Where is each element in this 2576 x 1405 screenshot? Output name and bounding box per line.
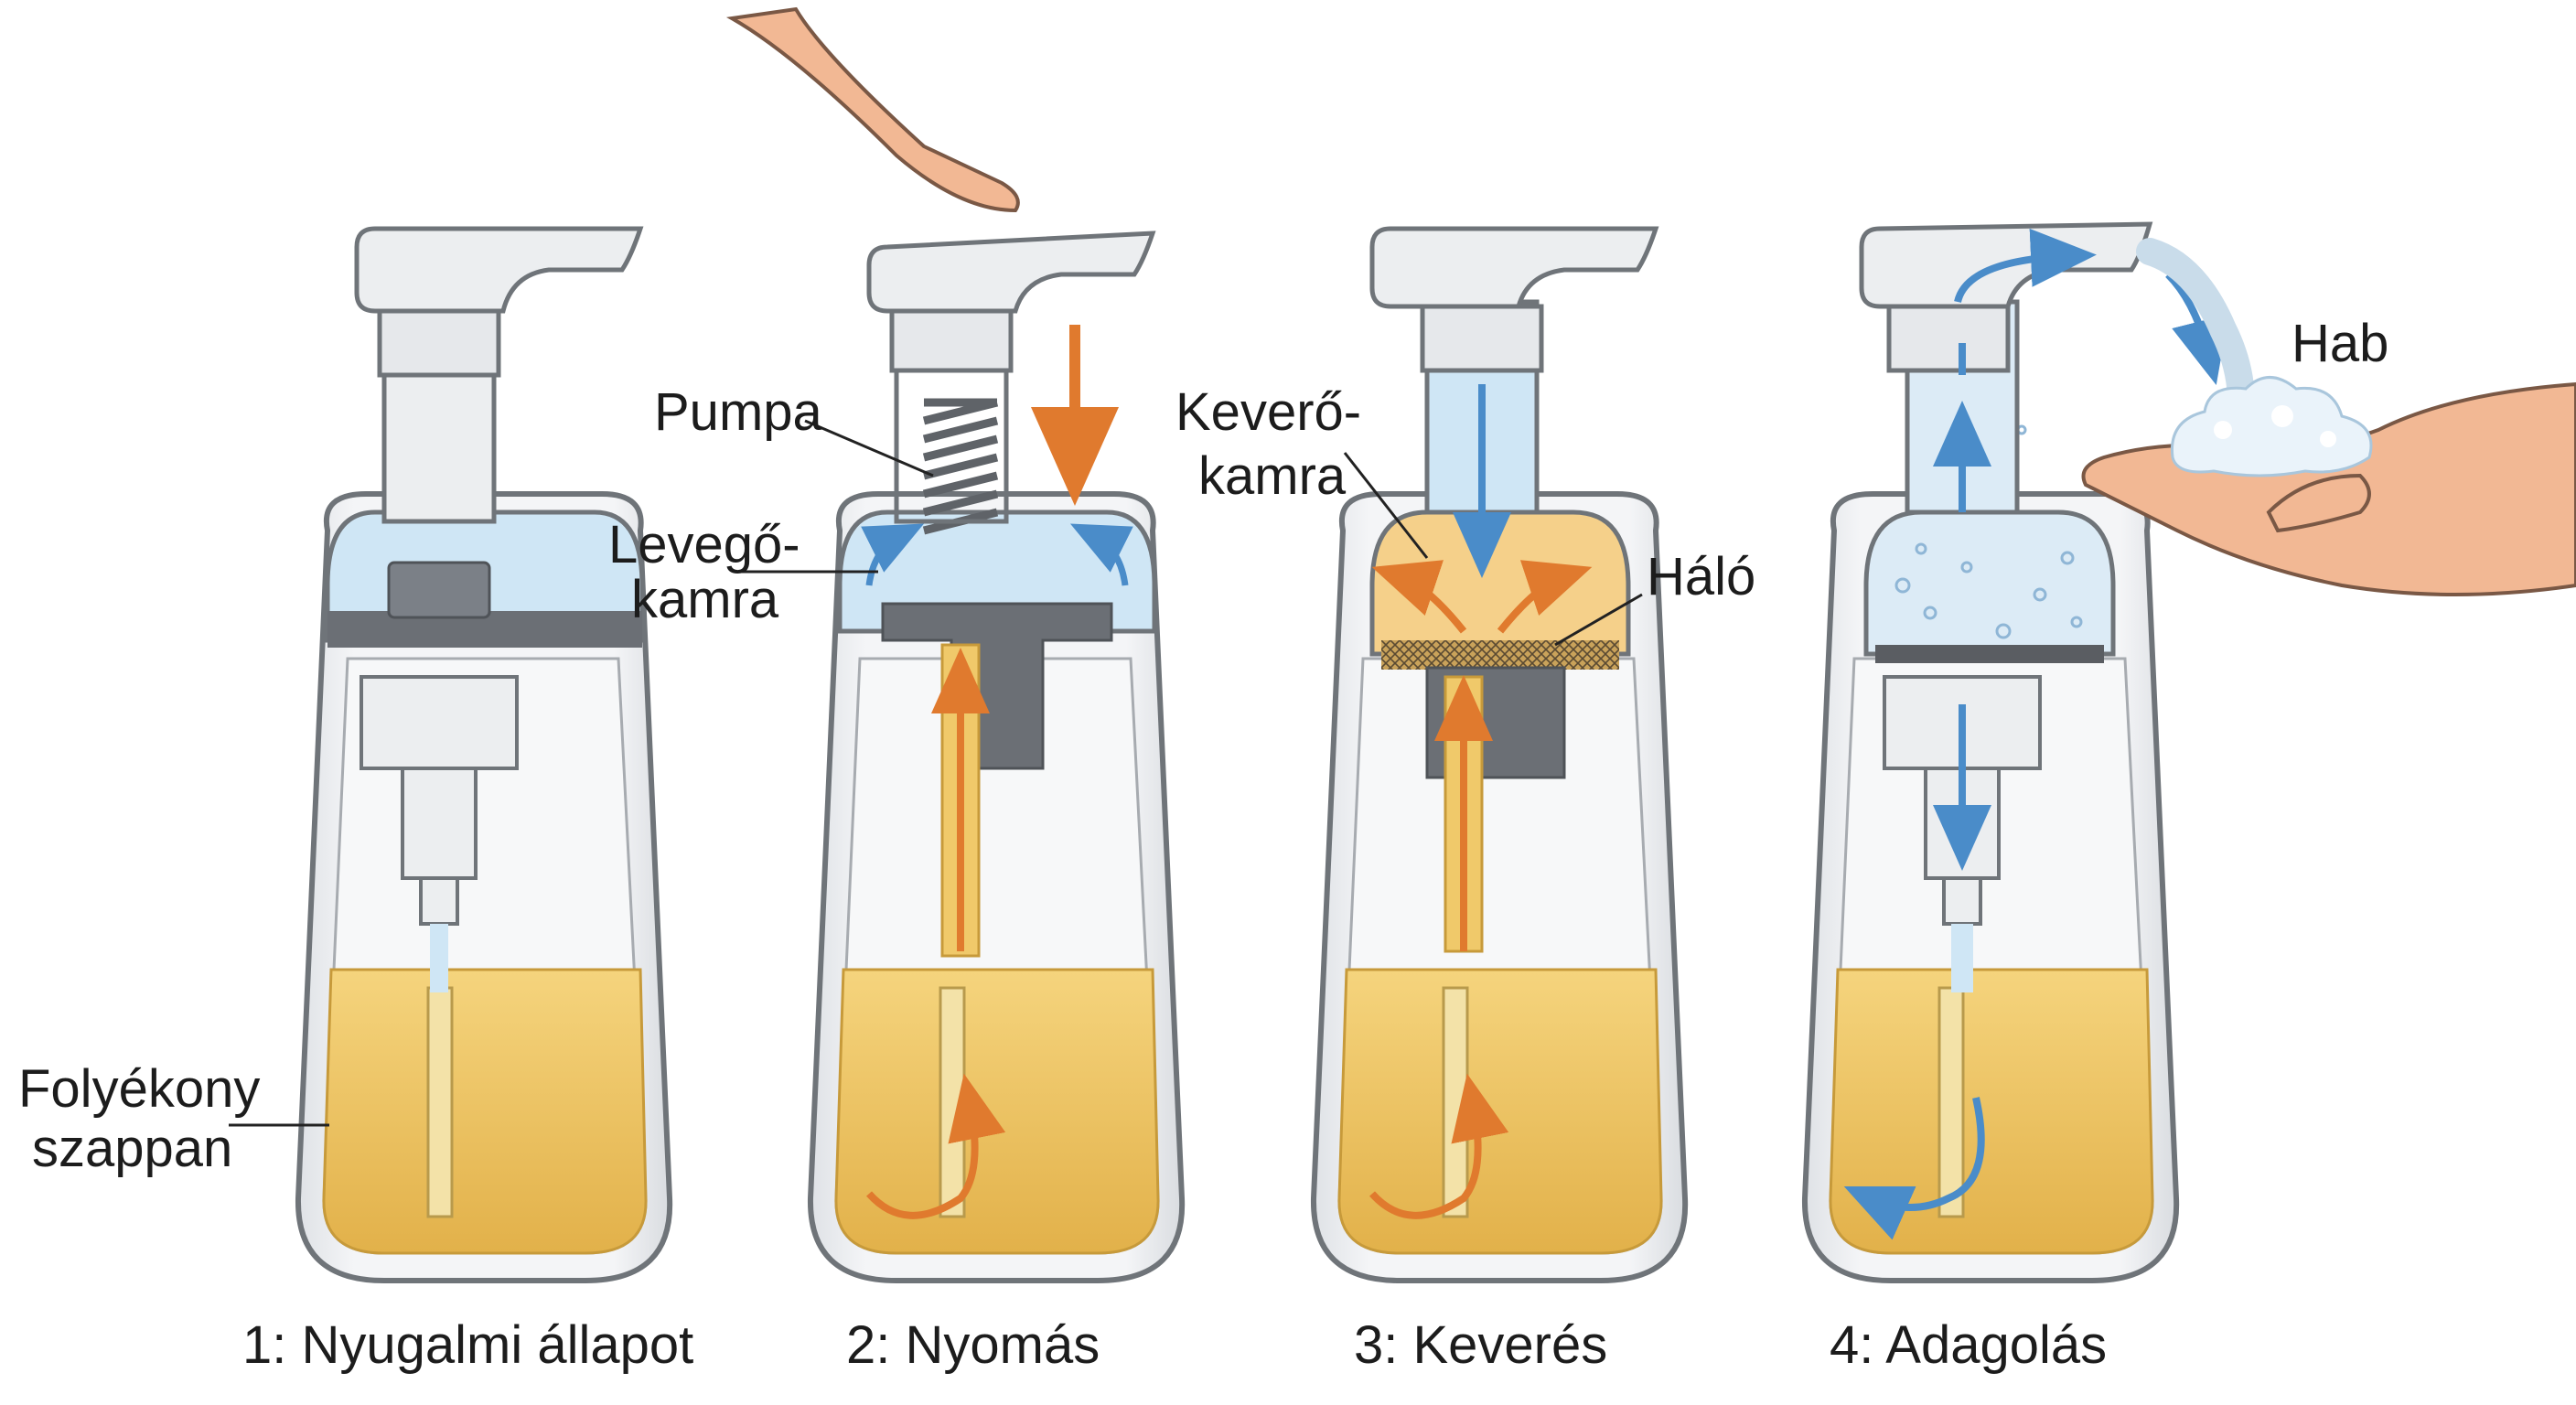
return-arrow bbox=[1843, 1097, 1985, 1240]
caption-3: 3: Keverés bbox=[1354, 1315, 1607, 1375]
label-foam: Hab bbox=[2292, 314, 2388, 373]
pump-head bbox=[866, 231, 1156, 314]
foam-chamber bbox=[1863, 509, 2116, 657]
leader-mesh bbox=[1554, 593, 1643, 647]
leader-mix bbox=[1343, 452, 1429, 559]
soap-liquid bbox=[322, 968, 648, 1255]
mix-arrow-left bbox=[1371, 560, 1467, 634]
dip-tube bbox=[426, 986, 454, 1218]
mix-arrow-right bbox=[1497, 560, 1593, 634]
valve-tip bbox=[1942, 876, 1982, 926]
mesh-screen bbox=[1381, 640, 1619, 670]
pump-neck bbox=[381, 363, 497, 524]
foam-stream bbox=[2136, 238, 2255, 416]
caption-2: 2: Nyomás bbox=[846, 1315, 1100, 1375]
foam-icon bbox=[2170, 376, 2373, 477]
mesh-screen bbox=[1875, 645, 2104, 663]
pump-head bbox=[354, 226, 644, 314]
dip-tube bbox=[1937, 986, 1965, 1218]
cap-collar bbox=[377, 304, 501, 378]
label-group: Folyékony szappan Levegő- kamra Pumpa Ke… bbox=[18, 314, 2388, 1178]
pump-head bbox=[1369, 226, 1659, 309]
valve-tip bbox=[419, 876, 459, 926]
hand-icon bbox=[2081, 381, 2576, 596]
label-mix-1: Keverő- bbox=[1175, 382, 1361, 442]
label-pump: Pumpa bbox=[654, 382, 823, 442]
caption-1: 1: Nyugalmi állapot bbox=[242, 1315, 693, 1375]
soap-swirl-arrow bbox=[1369, 1073, 1509, 1219]
cap-collar bbox=[1420, 304, 1544, 373]
spring-icon bbox=[922, 398, 999, 535]
cap-collar bbox=[889, 304, 1014, 373]
dip-tube bbox=[1442, 986, 1469, 1218]
dip-tube bbox=[939, 986, 966, 1218]
captions: 1: Nyugalmi állapot 2: Nyomás 3: Keverés… bbox=[242, 1315, 2107, 1375]
valve-stem bbox=[401, 767, 478, 880]
cap-collar bbox=[1886, 304, 2011, 373]
label-air-1: Levegő- bbox=[608, 515, 800, 574]
label-air-2: kamra bbox=[631, 570, 779, 629]
piston-head bbox=[387, 561, 491, 619]
soap-swirl-arrow bbox=[866, 1073, 1006, 1219]
label-soap-1: Folyékony bbox=[18, 1059, 260, 1119]
label-mesh: Háló bbox=[1647, 547, 1755, 606]
soap-column bbox=[430, 924, 448, 992]
piston bbox=[881, 602, 1113, 770]
finger-icon bbox=[725, 6, 1020, 213]
bottle-4-dispense bbox=[1801, 221, 2255, 1283]
air-arrow-left bbox=[861, 523, 925, 586]
leader-pump bbox=[804, 419, 934, 477]
bottle-2-press bbox=[725, 6, 1186, 1283]
soap-column bbox=[1951, 924, 1973, 992]
bottle-3-mix bbox=[1310, 226, 1689, 1283]
soap-liquid bbox=[1829, 968, 2154, 1255]
foam-out-arrow bbox=[1954, 228, 2097, 304]
foam-stream-arrow bbox=[2165, 272, 2229, 386]
pump-housing bbox=[360, 675, 519, 770]
label-soap-2: szappan bbox=[32, 1119, 232, 1178]
caption-4: 4: Adagolás bbox=[1830, 1315, 2107, 1375]
air-arrow-right bbox=[1069, 523, 1133, 586]
bottle-1-rest bbox=[295, 226, 673, 1283]
mixing-chamber bbox=[1369, 509, 1631, 657]
label-mix-2: kamra bbox=[1198, 446, 1347, 506]
